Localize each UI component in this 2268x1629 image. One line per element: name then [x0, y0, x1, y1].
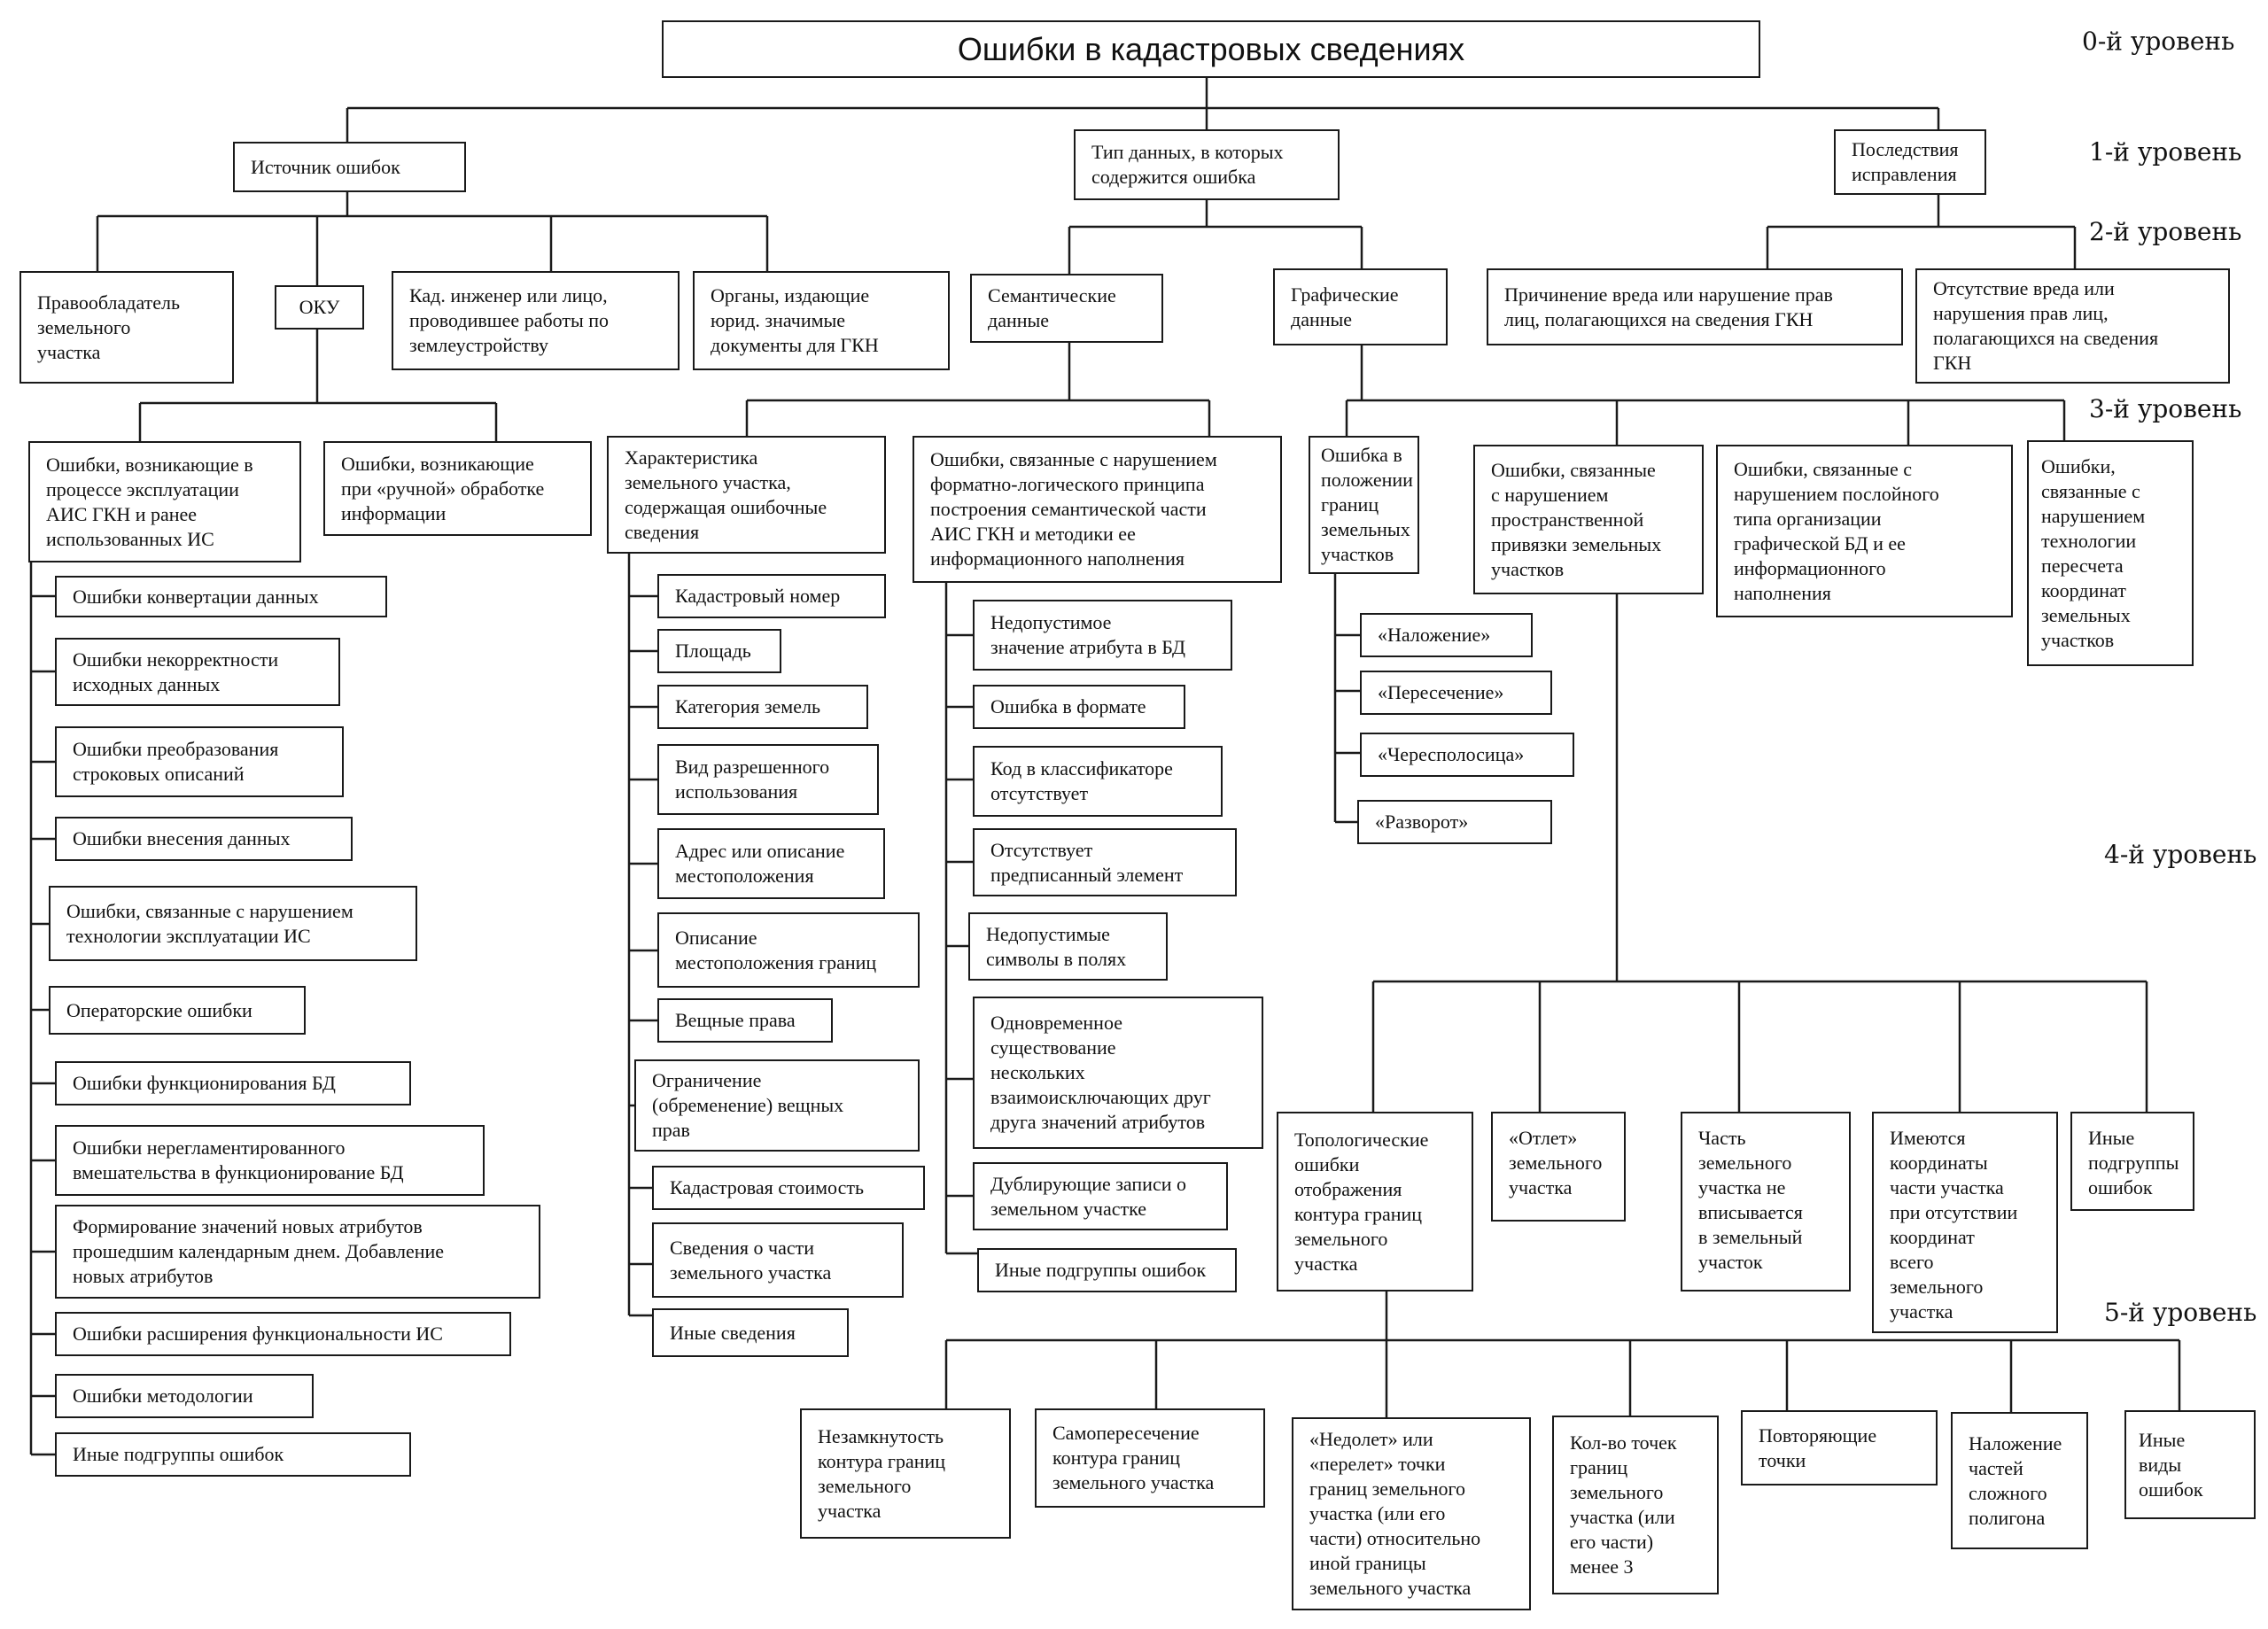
node-part-not-fit: Часть земельного участка не вписывается … [1681, 1112, 1851, 1292]
node-cadastral-value: Кадастровая стоимость [652, 1166, 925, 1210]
node-invalid-attribute: Недопустимое значение атрибута в БД [973, 600, 1232, 671]
level-5-label: 5-й уровень [2104, 1298, 2257, 1327]
node-ais-tech-violation: Ошибки, связанные с нарушением технологи… [49, 886, 417, 961]
node-point-count: Кол-во точек границ земельного участка (… [1552, 1416, 1719, 1594]
node-level5-other: Иные виды ошибок [2124, 1410, 2256, 1519]
node-required-element-missing: Отсутствует предписанный элемент [973, 828, 1237, 896]
node-boundary-description: Описание местоположения границ [657, 912, 920, 988]
node-undershoot-overshoot: «Недолет» или «перелет» точки границ зем… [1292, 1417, 1531, 1610]
node-graphic: Графические данные [1273, 268, 1448, 345]
node-duplicate-records: Дублирующие записи о земельном участке [973, 1162, 1228, 1230]
node-data-type: Тип данных, в которых содержится ошибка [1074, 129, 1340, 200]
node-unclosed-contour: Незамкнутость контура границ земельного … [800, 1408, 1011, 1539]
node-source: Источник ошибок [233, 142, 466, 192]
node-layer-organization: Ошибки, связанные с нарушением послойног… [1716, 445, 2013, 617]
node-format-logic: Ошибки, связанные с нарушением форматно-… [913, 436, 1282, 583]
node-ais-methodology: Ошибки методологии [55, 1374, 314, 1418]
node-owner: Правообладатель земельного участка [19, 271, 234, 384]
node-boundary-position: Ошибка в положении границ земельных учас… [1309, 436, 1419, 574]
node-classifier-code-missing: Код в классификаторе отсутствует [973, 746, 1223, 817]
node-intersection: «Пересечение» [1360, 671, 1552, 715]
node-no-harm: Отсутствие вреда или нарушения прав лиц,… [1915, 268, 2230, 384]
node-polygon-overlay: Наложение частей сложного полигона [1951, 1412, 2088, 1549]
node-ais-operator: Операторские ошибки [49, 986, 306, 1035]
node-topological: Топологические ошибки отображения контур… [1277, 1112, 1473, 1292]
level-4-label: 4-й уровень [2104, 840, 2257, 869]
node-reversal: «Разворот» [1357, 800, 1552, 844]
node-property-rights: Вещные права [657, 998, 833, 1043]
level-1-label: 1-й уровень [2089, 137, 2242, 167]
node-cadastral-number: Кадастровый номер [657, 574, 886, 618]
node-semantic: Семантические данные [970, 274, 1163, 343]
node-overlay: «Наложение» [1360, 613, 1533, 657]
node-recalc-technology: Ошибки, связанные с нарушением технологи… [2027, 440, 2194, 666]
node-format-other: Иные подгруппы ошибок [977, 1248, 1237, 1292]
node-ais-incorrect-source: Ошибки некорректности исходных данных [55, 638, 340, 706]
node-oku: ОКУ [275, 285, 364, 330]
node-land-category: Категория земель [657, 685, 868, 729]
node-parcel-part-info: Сведения о части земельного участка [652, 1222, 904, 1298]
node-ais-new-attributes: Формирование значений новых атрибутов пр… [55, 1205, 540, 1299]
node-invalid-symbols: Недопустимые символы в полях [968, 912, 1168, 981]
node-other-info: Иные сведения [652, 1308, 849, 1357]
node-ais-functionality: Ошибки расширения функциональности ИС [55, 1312, 511, 1356]
node-level4-other: Иные подгруппы ошибок [2070, 1112, 2194, 1211]
node-encumbrance: Ограничение (обременение) вещных прав [634, 1059, 920, 1152]
node-interstriping: «Чересполосица» [1360, 733, 1574, 777]
level-0-label: 0-й уровень [2082, 27, 2235, 56]
node-repeated-points: Повторяющие точки [1741, 1410, 1938, 1485]
node-ais-data-entry: Ошибки внесения данных [55, 817, 353, 861]
node-offset: «Отлет» земельного участка [1491, 1112, 1626, 1222]
node-manual-errors: Ошибки, возникающие при «ручной» обработ… [323, 441, 592, 536]
level-2-label: 2-й уровень [2089, 217, 2242, 246]
node-harm: Причинение вреда или нарушение прав лиц,… [1487, 268, 1903, 345]
node-root: Ошибки в кадастровых сведениях [662, 20, 1760, 78]
node-ais-other: Иные подгруппы ошибок [55, 1432, 411, 1477]
node-part-coords-only: Имеются координаты части участка при отс… [1872, 1112, 2058, 1333]
level-3-label: 3-й уровень [2089, 394, 2242, 423]
node-parcel-characteristic: Характеристика земельного участка, содер… [607, 436, 886, 554]
node-mutually-exclusive: Одновременное существование нескольких в… [973, 997, 1263, 1149]
node-ais-string-transform: Ошибки преобразования строковых описаний [55, 726, 344, 797]
node-ais-unregulated: Ошибки нерегламентированного вмешательст… [55, 1125, 485, 1196]
node-ais-errors: Ошибки, возникающие в процессе эксплуата… [28, 441, 301, 562]
node-ais-db-functioning: Ошибки функционирования БД [55, 1061, 411, 1105]
node-ais-conversion: Ошибки конвертации данных [55, 576, 387, 617]
node-consequences: Последствия исправления [1834, 129, 1986, 195]
node-address: Адрес или описание местоположения [657, 828, 885, 899]
node-spatial-reference: Ошибки, связанные с нарушением пространс… [1473, 445, 1704, 594]
node-format-error: Ошибка в формате [973, 685, 1185, 729]
node-self-intersection: Самопересечение контура границ земельног… [1035, 1408, 1265, 1508]
node-engineer: Кад. инженер или лицо, проводившее работ… [392, 271, 680, 370]
node-area: Площадь [657, 629, 781, 673]
node-permitted-use: Вид разрешенного использования [657, 744, 879, 815]
node-bodies: Органы, издающие юрид. значимые документ… [693, 271, 950, 370]
